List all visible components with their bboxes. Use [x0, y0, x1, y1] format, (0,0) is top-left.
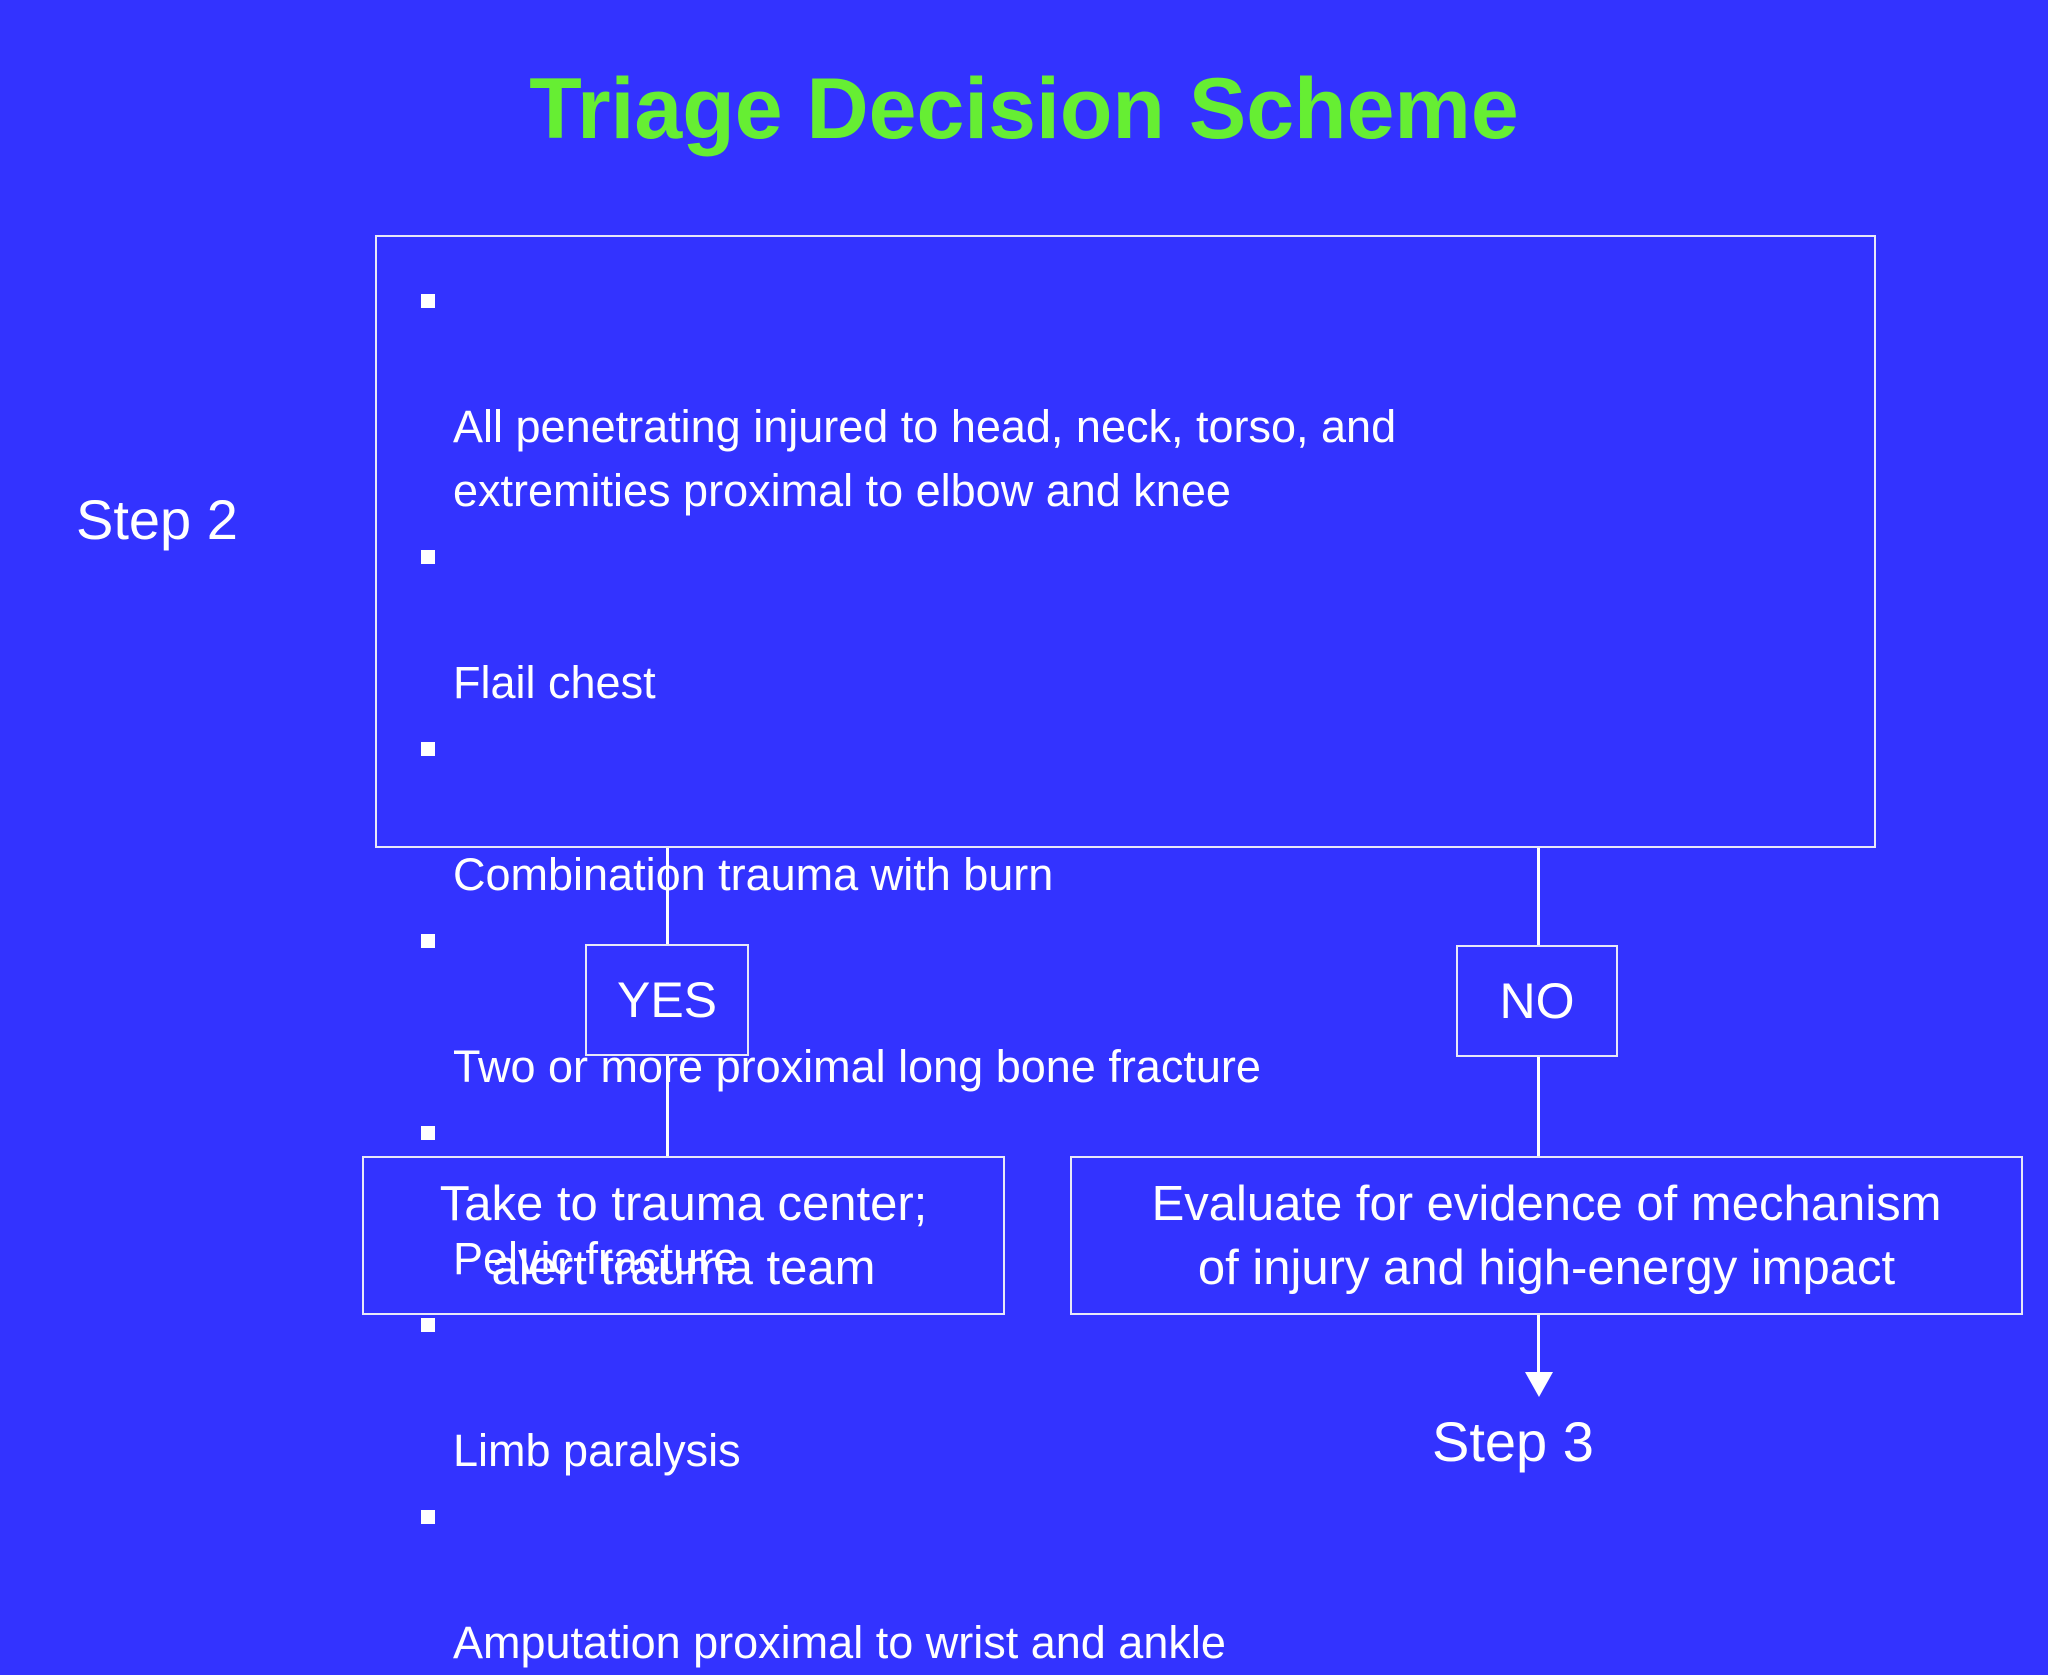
step-2-label: Step 2 — [76, 488, 238, 551]
list-item: Limb paralysis — [415, 1291, 1854, 1483]
triage-decision-slide: Triage Decision Scheme Step 2 All penetr… — [76, 61, 2023, 1668]
list-item: Flail chest — [415, 523, 1854, 715]
bullet-square-icon — [421, 934, 435, 948]
criteria-text: All penetrating injured to head, neck, t… — [453, 401, 1397, 516]
criteria-text: Combination trauma with burn — [453, 849, 1054, 900]
list-item: All penetrating injured to head, neck, t… — [415, 267, 1854, 523]
list-item: Pelvic fracture — [415, 1099, 1854, 1291]
outcome-trauma-center-box: Take to trauma center; alert trauma team — [362, 1156, 1005, 1315]
criteria-text: Two or more proximal long bone fracture — [453, 1041, 1261, 1092]
list-item: Two or more proximal long bone fracture — [415, 907, 1854, 1099]
connector-criteria-to-no — [1537, 848, 1540, 945]
step-3-label: Step 3 — [1432, 1410, 1594, 1473]
arrow-down-icon — [1525, 1315, 1553, 1397]
list-item: Combination trauma with burn — [415, 715, 1854, 907]
decision-yes-box: YES — [585, 944, 749, 1056]
criteria-text: Pelvic fracture — [453, 1233, 739, 1284]
arrow-head — [1525, 1372, 1553, 1397]
bullet-square-icon — [421, 1318, 435, 1332]
connector-yes-to-outcome — [666, 1056, 669, 1156]
decision-no-label: NO — [1499, 973, 1575, 1029]
list-item: Amputation proximal to wrist and ankle — [415, 1483, 1854, 1675]
connector-no-to-outcome — [1537, 1057, 1540, 1156]
outcome-evaluate-mechanism-text: Evaluate for evidence of mechanism of in… — [1151, 1176, 1942, 1295]
criteria-box: All penetrating injured to head, neck, t… — [375, 235, 1876, 1668]
outcome-trauma-center-text: Take to trauma center; alert trauma team — [439, 1176, 928, 1295]
criteria-text: Limb paralysis — [453, 1425, 741, 1476]
bullet-square-icon — [421, 742, 435, 756]
decision-no-box: NO — [1456, 945, 1618, 1057]
criteria-text: Amputation proximal to wrist and ankle — [453, 1617, 1226, 1668]
decision-yes-label: YES — [616, 972, 718, 1028]
connector-criteria-to-yes — [666, 848, 669, 944]
bullet-square-icon — [421, 1126, 435, 1140]
criteria-text: Flail chest — [453, 657, 656, 708]
bullet-square-icon — [421, 294, 435, 308]
bullet-square-icon — [421, 550, 435, 564]
arrow-shaft — [1537, 1315, 1540, 1375]
outcome-evaluate-mechanism-box: Evaluate for evidence of mechanism of in… — [1070, 1156, 2023, 1315]
bullet-square-icon — [421, 1510, 435, 1524]
page-title: Triage Decision Scheme — [529, 61, 1519, 157]
